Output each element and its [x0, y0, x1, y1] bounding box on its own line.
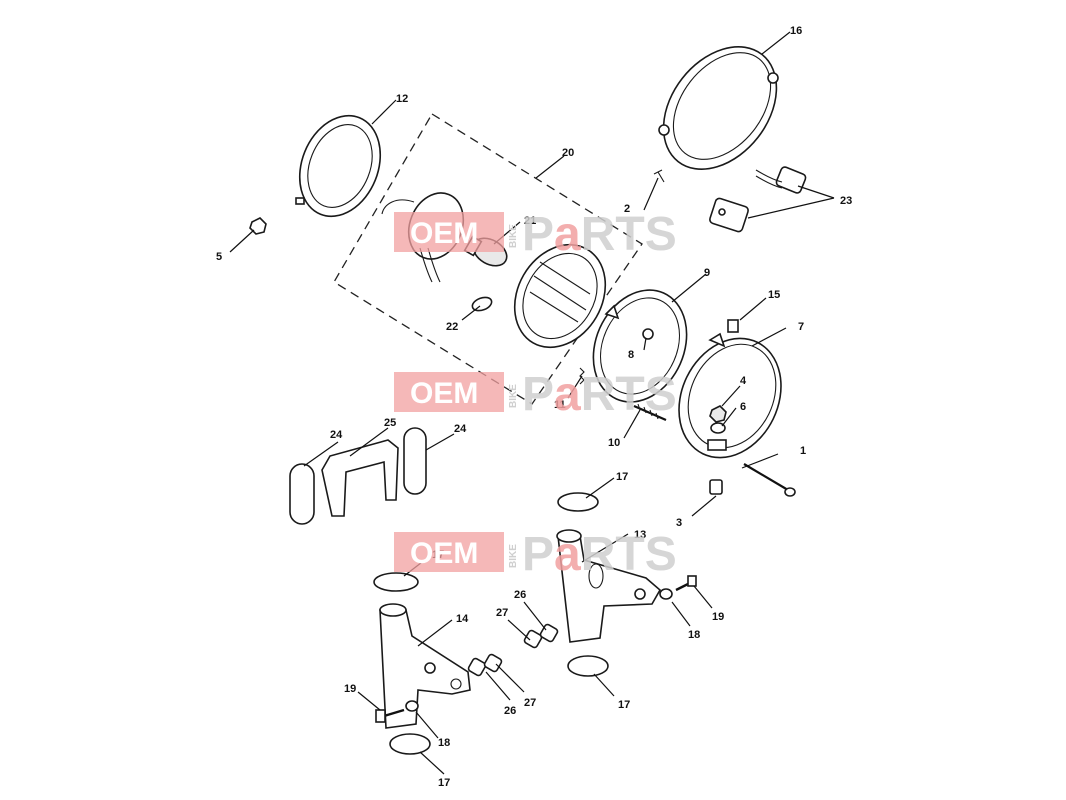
adjuster-screw [633, 403, 667, 422]
leader-lines [229, 31, 835, 775]
washer-18-left [405, 700, 419, 712]
grommet-24-right [403, 427, 427, 495]
callout-6: 6 [740, 401, 746, 413]
screw-8 [642, 328, 654, 340]
callout-19-right: 19 [712, 611, 724, 623]
svg-text:BIKE: BIKE [508, 544, 519, 568]
clips-26-27-upper [523, 623, 559, 649]
inner-rim [592, 289, 688, 403]
grommet-17-bottom-right [567, 655, 609, 677]
callout-17-bottom-left: 17 [438, 777, 450, 789]
svg-text:PaRTS: PaRTS [522, 208, 677, 261]
callout-numbers: 1 2 3 4 5 6 7 8 9 10 11 12 13 14 15 16 1… [216, 25, 852, 789]
callout-13: 13 [634, 529, 646, 541]
callout-26-lower: 26 [504, 705, 516, 717]
callout-7: 7 [798, 321, 804, 333]
watermark-middle: OEM BIKE PaRTS [394, 368, 677, 421]
callout-24-right: 24 [454, 423, 467, 435]
watermark-top: OEM BIKE PaRTS [394, 208, 677, 261]
callout-9: 9 [704, 267, 710, 279]
clip-15 [727, 319, 739, 333]
grommet-17-left [373, 572, 419, 592]
callout-8: 8 [628, 349, 634, 361]
wiring-connectors [709, 166, 807, 233]
grommet-24-left [289, 463, 315, 525]
bracket-25 [321, 439, 399, 517]
callout-10: 10 [608, 437, 620, 449]
svg-text:BIKE: BIKE [508, 224, 519, 248]
callout-14: 14 [456, 613, 469, 625]
callout-17-top: 17 [616, 471, 628, 483]
svg-text:PaRTS: PaRTS [522, 368, 677, 421]
headlamp-shell [658, 46, 779, 170]
callout-11: 11 [554, 399, 566, 411]
callout-15: 15 [768, 289, 780, 301]
callout-27-lower: 27 [524, 697, 536, 709]
callout-21: 21 [524, 215, 536, 227]
svg-text:OEM: OEM [410, 537, 478, 570]
callout-5: 5 [216, 251, 222, 263]
callout-18-left: 18 [438, 737, 450, 749]
washer-6 [710, 422, 726, 434]
bolt-3 [709, 479, 723, 495]
callout-3: 3 [676, 517, 682, 529]
callout-16: 16 [790, 25, 802, 37]
screw-2 [653, 169, 665, 183]
callout-22: 22 [446, 321, 458, 333]
svg-text:OEM: OEM [410, 377, 478, 410]
pilot-bulb [471, 296, 493, 312]
bolt-19-left [375, 708, 405, 723]
callout-12: 12 [396, 93, 408, 105]
svg-text:BIKE: BIKE [508, 384, 519, 408]
callout-19-left: 19 [344, 683, 356, 695]
callout-27-upper: 27 [496, 607, 508, 619]
callout-4: 4 [740, 375, 747, 387]
svg-text:PaRTS: PaRTS [522, 528, 677, 581]
callout-18-right: 18 [688, 629, 700, 641]
washer-18-right [659, 588, 673, 600]
svg-text:OEM: OEM [410, 217, 478, 250]
callout-25: 25 [384, 417, 396, 429]
callout-23: 23 [840, 195, 852, 207]
grommet-17-bottom-left [389, 733, 431, 755]
callout-2: 2 [624, 203, 630, 215]
light-unit-group-outline [333, 113, 643, 405]
callout-26-upper: 26 [514, 589, 526, 601]
spring-11 [579, 367, 585, 385]
callout-24-left: 24 [330, 429, 343, 441]
bolt-19-right [675, 575, 697, 592]
headlamp-bracket-right [556, 529, 662, 643]
long-bolt [743, 463, 796, 497]
nut-4 [709, 405, 727, 423]
headlamp-bracket-left [379, 603, 471, 729]
watermark-bottom: OEM BIKE PaRTS [394, 528, 677, 581]
clips-26-27-lower [467, 653, 503, 677]
callout-1: 1 [800, 445, 806, 457]
grommet-17-top [557, 492, 599, 512]
callout-17-bottom-right: 17 [618, 699, 630, 711]
headlamp-lens [513, 243, 607, 349]
trim-ring [295, 114, 382, 218]
callout-20: 20 [562, 147, 574, 159]
